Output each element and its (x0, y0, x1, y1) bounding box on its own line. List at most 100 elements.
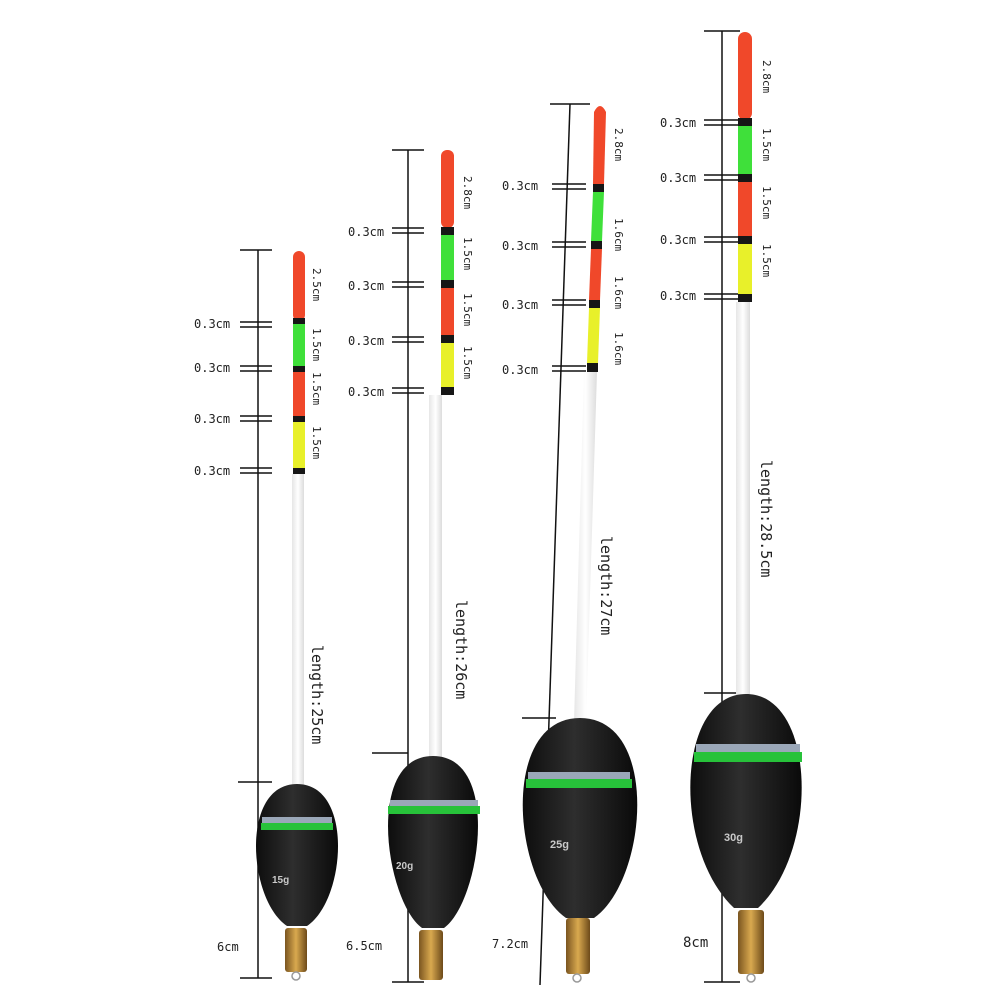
tip-segment-red (593, 106, 606, 184)
band (441, 387, 454, 395)
segment-green (591, 192, 604, 241)
stem (292, 474, 304, 790)
float-20g: 20g 6.5cm 0.3cm 0.3cm 0.3cm 0.3cm 2.8cm … (346, 149, 480, 983)
stem (736, 302, 750, 702)
ring-green (261, 823, 333, 830)
float-25g: 25g 7.2cm 0.3cm 0.3cm 0.3cm 0.3cm 2.8cm … (492, 103, 638, 986)
segment-length-label: 2.5cm (310, 268, 323, 301)
float-body (255, 784, 339, 926)
length-label: length:26cm (452, 600, 470, 699)
ring-silver (390, 800, 478, 806)
gap-label: 0.3cm (348, 385, 384, 399)
gap-label: 0.3cm (502, 363, 538, 377)
ring-silver (696, 744, 800, 752)
ring-silver (528, 772, 630, 779)
band (738, 236, 752, 244)
float-body (690, 694, 802, 908)
gap-label: 0.3cm (660, 171, 696, 185)
segment-length-label: 1.5cm (461, 237, 474, 270)
brass-swivel (566, 918, 590, 974)
segment-green (738, 126, 752, 174)
gap-label: 0.3cm (660, 116, 696, 130)
tip-segment-red (293, 251, 305, 321)
weight-label: 20g (396, 861, 413, 872)
segment-yellow (441, 343, 454, 387)
segment-length-label: 1.5cm (310, 372, 323, 405)
swivel-ring (572, 973, 582, 983)
band (738, 118, 752, 126)
segment-green (441, 235, 454, 280)
segment-length-label: 1.5cm (461, 346, 474, 379)
swivel-ring (291, 971, 301, 981)
stem (574, 372, 597, 722)
float-15g: 15g 6cm 0.3cm 0.3cm 0.3cm 0.3cm 2.5cm 1.… (194, 249, 339, 981)
band (441, 280, 454, 288)
float-body (522, 718, 638, 918)
body-size-label: 6cm (217, 940, 239, 954)
brass-swivel (285, 928, 307, 972)
gap-label: 0.3cm (348, 225, 384, 239)
gap-label: 0.3cm (502, 239, 538, 253)
segment-yellow (587, 308, 600, 363)
weight-label: 30g (724, 832, 743, 844)
band (591, 241, 602, 249)
segment-yellow (738, 244, 752, 294)
band (293, 468, 305, 474)
gap-label: 0.3cm (194, 464, 230, 478)
gap-label: 0.3cm (660, 289, 696, 303)
body-size-label: 7.2cm (492, 937, 528, 951)
ring-green (388, 806, 480, 814)
gap-label: 0.3cm (194, 317, 230, 331)
length-label: length:25cm (308, 645, 326, 744)
segment-green (293, 324, 305, 366)
segment-length-label: 2.8cm (760, 60, 773, 93)
segment-length-label: 1.5cm (461, 293, 474, 326)
segment-length-label: 1.6cm (612, 218, 625, 251)
float-body (388, 756, 478, 928)
band (293, 366, 305, 372)
length-label: length:28.5cm (757, 460, 775, 577)
segment-red (441, 288, 454, 335)
gap-label: 0.3cm (348, 279, 384, 293)
segment-length-label: 1.5cm (760, 186, 773, 219)
band (293, 318, 305, 324)
ring-green (694, 752, 802, 762)
segment-length-label: 1.5cm (760, 244, 773, 277)
ring-green (526, 779, 632, 788)
segment-length-label: 2.8cm (612, 128, 625, 161)
band (587, 363, 598, 372)
segment-length-label: 1.5cm (310, 426, 323, 459)
band (738, 174, 752, 182)
gap-label: 0.3cm (502, 179, 538, 193)
segment-yellow (293, 422, 305, 468)
band (293, 416, 305, 422)
tip-segment-red (738, 32, 752, 120)
segment-red (293, 372, 305, 416)
gap-label: 0.3cm (502, 298, 538, 312)
segment-red (738, 182, 752, 236)
body-size-label: 6.5cm (346, 939, 382, 953)
segment-length-label: 1.6cm (612, 332, 625, 365)
tip-segment-red (441, 150, 454, 228)
gap-label: 0.3cm (194, 412, 230, 426)
ring-silver (262, 817, 332, 823)
swivel-ring (746, 973, 756, 983)
segment-length-label: 1.5cm (310, 328, 323, 361)
brass-swivel (738, 910, 764, 974)
stem (429, 395, 442, 760)
segment-length-label: 1.5cm (760, 128, 773, 161)
band (738, 294, 752, 302)
body-size-label: 8cm (683, 935, 708, 951)
gap-label: 0.3cm (348, 334, 384, 348)
segment-length-label: 2.8cm (461, 176, 474, 209)
gap-label: 0.3cm (660, 233, 696, 247)
segment-length-label: 1.6cm (612, 276, 625, 309)
brass-swivel (419, 930, 443, 980)
length-label: length:27cm (597, 536, 615, 635)
band (441, 227, 454, 235)
gap-label: 0.3cm (194, 361, 230, 375)
float-30g: 30g 8cm 0.3cm 0.3cm 0.3cm 0.3cm 2.8cm 1.… (660, 30, 802, 983)
band (593, 184, 604, 192)
weight-label: 25g (550, 839, 569, 851)
